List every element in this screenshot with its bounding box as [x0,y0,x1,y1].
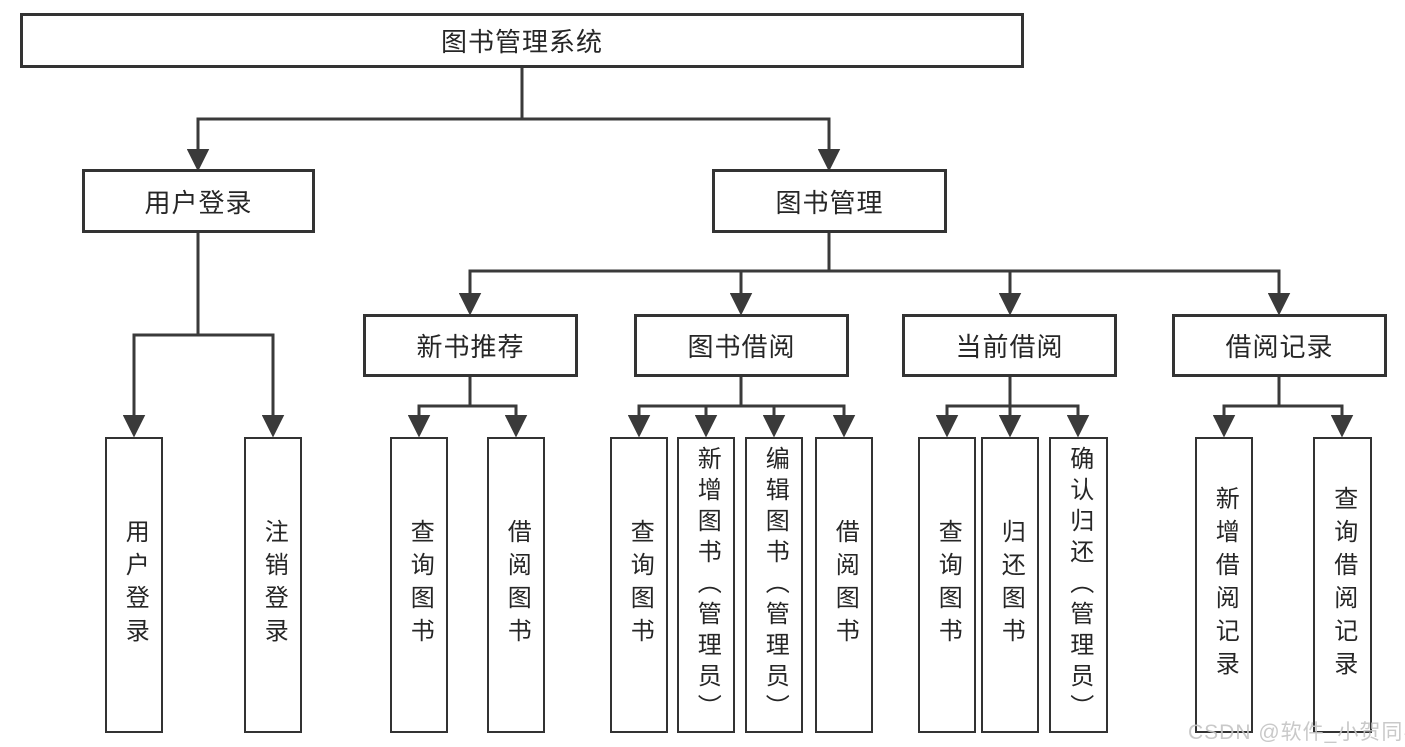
node-user-login: 用户登录 [82,169,315,233]
leaf-label: 归还图书 [997,519,1025,651]
node-label: 图书管理 [775,187,884,218]
node-label: 当前借阅 [955,332,1064,362]
leaf-label: 用户登录 [121,519,149,651]
node-library-management-system: 图书管理系统 [20,13,1024,68]
node-current-borrow: 当前借阅 [902,314,1117,377]
leaf-label: 查询图书 [406,519,434,651]
node-new-book-recommend: 新书推荐 [363,314,578,377]
leaf-label: 借阅图书 [831,519,859,651]
leaf-label: 新增借阅记录 [1211,486,1239,684]
csdn-watermark: CSDN @软件_小贺同学 [1188,721,1405,744]
leaf-borrow-books-recommend: 借阅图书 [487,437,545,733]
leaf-label: 确认归还（管理员） [1065,445,1093,725]
leaf-edit-books-admin: 编辑图书（管理员） [745,437,803,733]
leaf-query-books-recommend: 查询图书 [390,437,448,733]
node-label: 新书推荐 [416,332,525,362]
leaf-query-borrow-record: 查询借阅记录 [1313,437,1372,733]
leaf-label: 新增图书（管理员） [693,445,721,725]
leaf-add-books-admin: 新增图书（管理员） [677,437,735,733]
leaf-label: 查询借阅记录 [1329,486,1357,684]
leaf-label: 借阅图书 [503,519,531,651]
node-label: 借阅记录 [1225,332,1334,362]
leaf-label: 编辑图书（管理员） [761,445,789,725]
leaf-confirm-return-admin: 确认归还（管理员） [1049,437,1108,733]
leaf-logout-login: 注销登录 [244,437,302,733]
leaf-return-books: 归还图书 [981,437,1039,733]
leaf-query-books-borrow: 查询图书 [610,437,668,733]
node-borrow-records: 借阅记录 [1172,314,1387,377]
node-label: 图书管理系统 [440,27,603,57]
leaf-add-borrow-record: 新增借阅记录 [1195,437,1253,733]
node-book-borrow: 图书借阅 [634,314,849,377]
leaf-query-books-current: 查询图书 [918,437,976,733]
leaf-label: 查询图书 [626,519,654,651]
node-book-management: 图书管理 [712,169,947,233]
leaf-label: 注销登录 [260,519,288,651]
leaf-label: 查询图书 [934,519,962,651]
node-label: 用户登录 [144,187,253,218]
leaf-user-login: 用户登录 [105,437,163,733]
leaf-borrow-books: 借阅图书 [815,437,873,733]
node-label: 图书借阅 [687,332,796,362]
